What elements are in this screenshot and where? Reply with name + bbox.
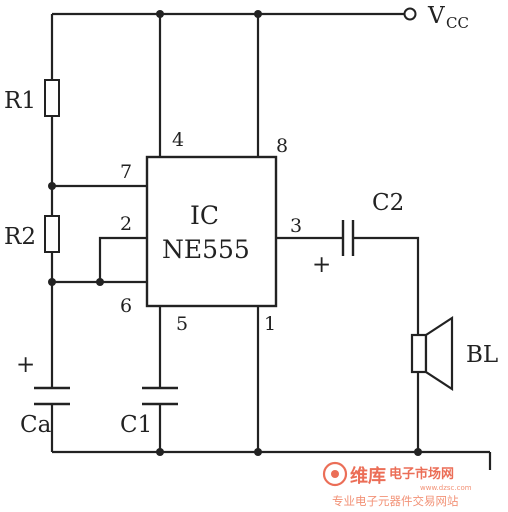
- watermark: 维库 电子市场网 www.dzsc.com 专业电子元器件交易网站: [322, 461, 472, 508]
- vcc-label-sub: CC: [446, 14, 469, 32]
- pin-6-label: 6: [120, 295, 132, 317]
- capacitor-c2: [341, 220, 355, 256]
- pin-1-label: 1: [264, 313, 276, 335]
- vcc-terminal: [403, 7, 417, 21]
- ca-label: Ca: [20, 412, 52, 438]
- pin-7-label: 7: [120, 161, 132, 183]
- capacitor-c1: [142, 386, 178, 406]
- junction-dot: [156, 448, 164, 456]
- junction-dot: [48, 182, 56, 190]
- capacitor-ca: [34, 386, 70, 406]
- c2-plus: +: [312, 252, 331, 278]
- ic-label-1: IC: [190, 201, 219, 230]
- resistor-r1: [44, 79, 60, 117]
- vcc-label: V: [427, 3, 445, 29]
- pin-2-label: 2: [120, 213, 132, 235]
- resistor-r2: [44, 215, 60, 253]
- watermark-logo-icon: [322, 461, 348, 487]
- junction-dot: [48, 278, 56, 286]
- junction-dot: [254, 10, 262, 18]
- ca-plus: +: [16, 352, 35, 378]
- watermark-slogan: 专业电子元器件交易网站: [332, 494, 459, 508]
- junction-dot: [254, 448, 262, 456]
- r1-label: R1: [4, 88, 36, 114]
- wire-pin2: [98, 236, 147, 282]
- speaker-bl: [410, 315, 454, 392]
- r2-label: R2: [4, 224, 36, 250]
- pin-3-label: 3: [290, 215, 302, 237]
- pin-8-label: 8: [276, 135, 288, 157]
- ic-ne555: [145, 155, 278, 308]
- junction-dot: [96, 278, 104, 286]
- pin-5-label: 5: [176, 313, 188, 335]
- c2-label: C2: [372, 190, 404, 216]
- watermark-url: www.dzsc.com: [420, 484, 472, 492]
- bl-label: BL: [466, 342, 498, 368]
- junction-dot: [414, 448, 422, 456]
- watermark-brand: 维库: [350, 465, 386, 487]
- pin-4-label: 4: [172, 129, 184, 151]
- ic-label-2: NE555: [162, 235, 250, 264]
- wire-c2-speaker: [353, 236, 420, 335]
- junction-dot: [156, 10, 164, 18]
- watermark-brand-2: 电子市场网: [389, 466, 454, 482]
- wires: [50, 12, 492, 470]
- c1-label: C1: [120, 412, 152, 438]
- junctions: [48, 10, 422, 456]
